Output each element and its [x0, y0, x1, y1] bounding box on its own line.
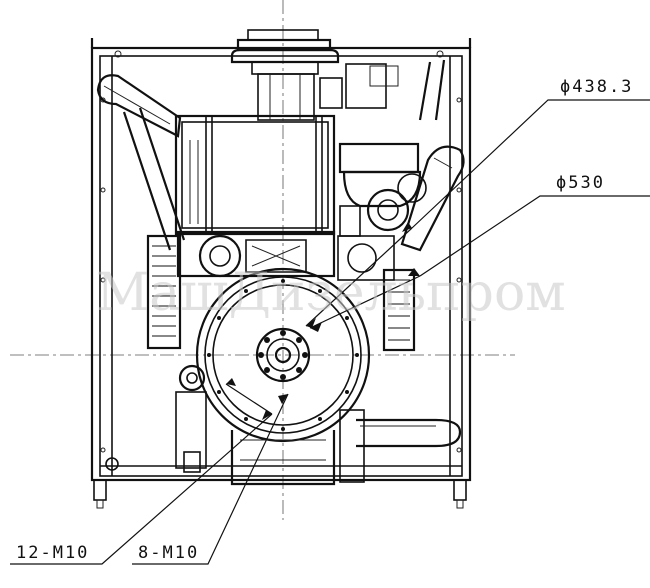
leader-arrowheads: [226, 222, 420, 420]
callout-diameter-530: ϕ530: [556, 173, 605, 193]
watermark-text: МашДизельпром: [96, 263, 566, 323]
left-fan-assembly: [146, 234, 206, 392]
leader-lines: [10, 99, 650, 565]
turbocharger: [338, 142, 427, 237]
intercooler-block: [174, 114, 336, 236]
flywheel-housing: [195, 267, 371, 443]
right-exhaust-pipe: [400, 59, 465, 252]
left-exhaust-pipe: [96, 74, 186, 251]
base-frame: [90, 38, 472, 509]
callout-diameter-438: ϕ438.3: [560, 77, 633, 97]
centerlines: [10, 0, 515, 520]
lower-right-pipe: [356, 418, 462, 448]
callout-bolts-8-m10: 8-M10: [138, 543, 199, 563]
callout-bolts-12-m10: 12-M10: [16, 543, 89, 563]
air-filter: [230, 29, 399, 121]
cylinder-heads: [176, 230, 395, 281]
right-fan-assembly: [382, 268, 416, 352]
